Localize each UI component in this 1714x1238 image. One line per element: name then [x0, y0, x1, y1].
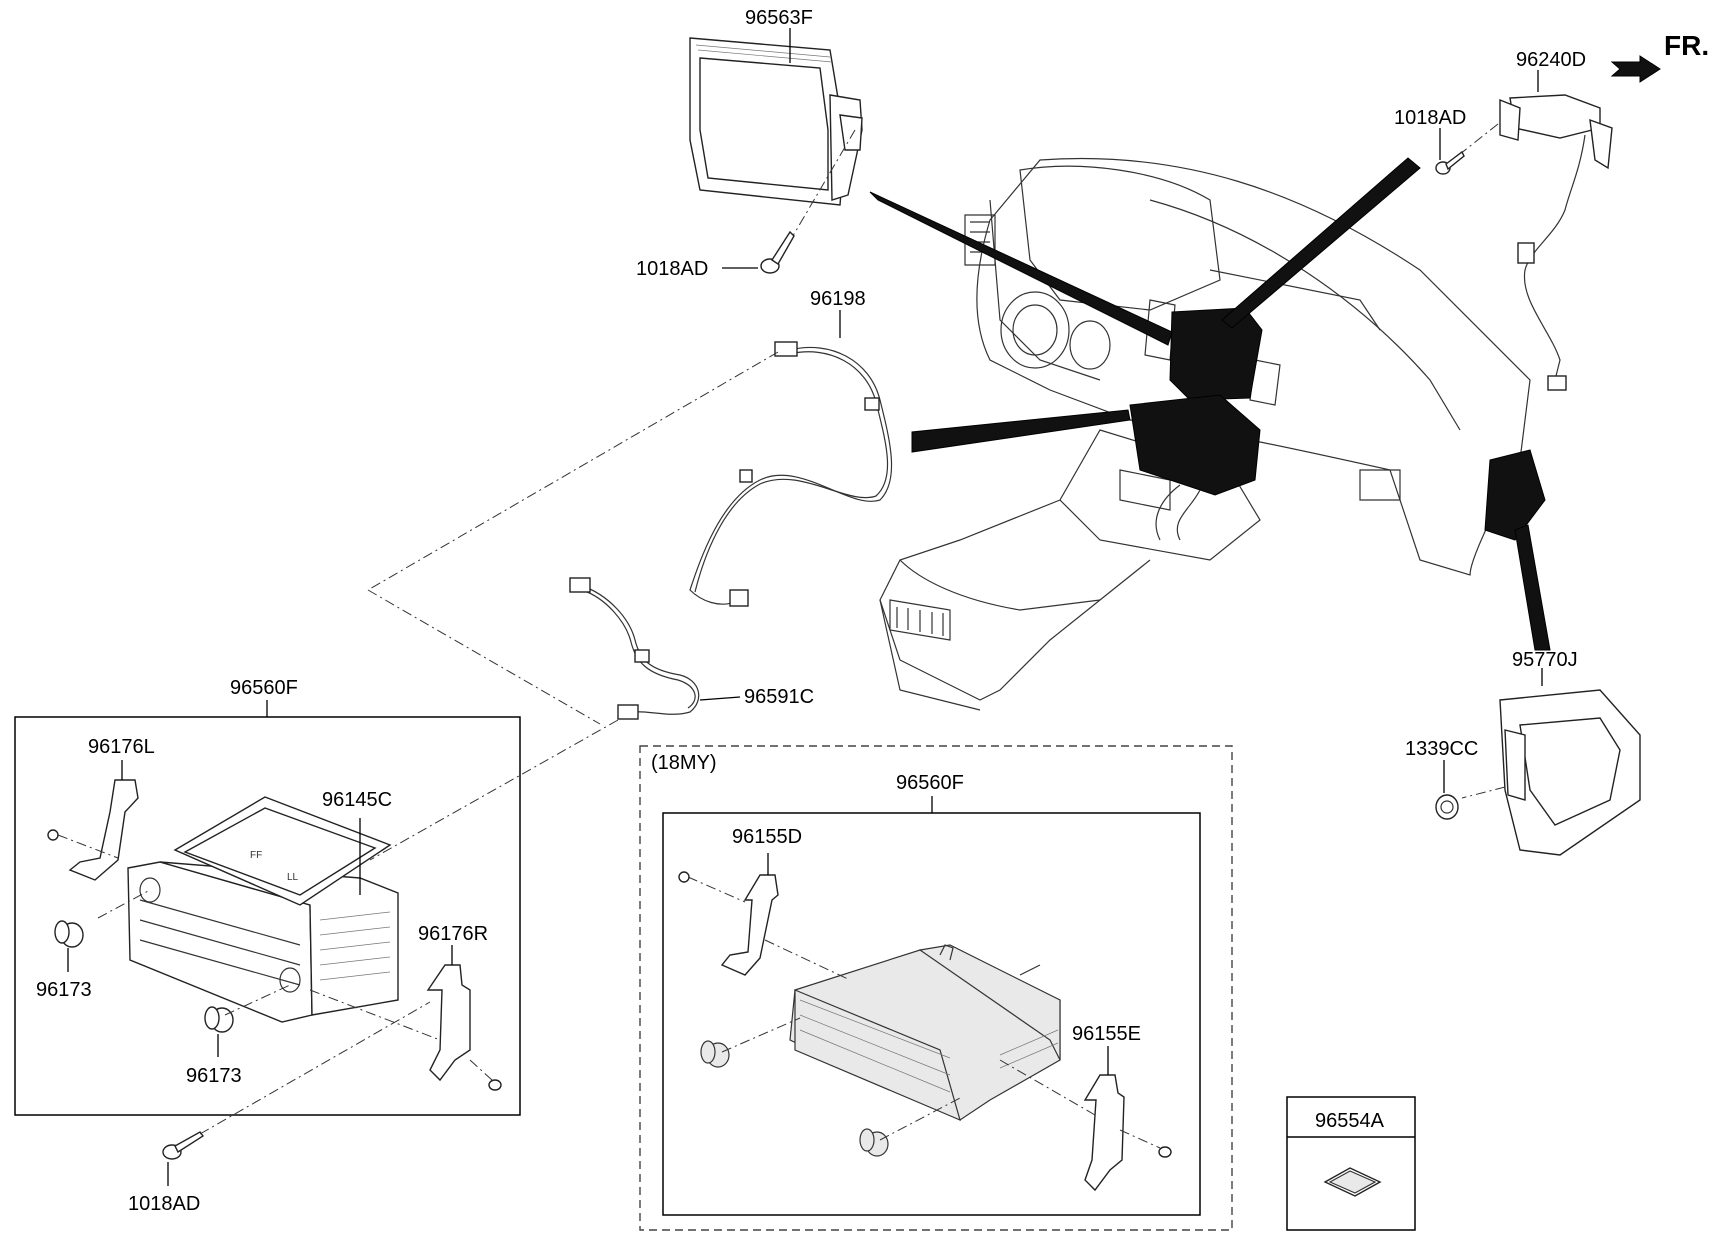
- variant-18my-box: [639, 745, 1233, 1231]
- knob-lower-label: 96173: [186, 1065, 242, 1087]
- cable-lower-label: 96591C: [744, 686, 814, 708]
- pointer-amp: [1514, 524, 1551, 651]
- svg-text:FF: FF: [250, 850, 262, 861]
- display-unit-label: 96563F: [745, 7, 813, 29]
- dashboard-illustration: [869, 157, 1551, 711]
- bracket-18my-left-part[interactable]: 96155D: [678, 826, 851, 981]
- nut-amp-part[interactable]: 1339CC: [1405, 738, 1478, 820]
- bracket-18my-right-label: 96155E: [1072, 1023, 1141, 1045]
- bracket-right-part[interactable]: 96176R: [309, 923, 502, 1091]
- deck-cover-label: 96145C: [322, 789, 392, 811]
- head-unit-18my-label: 96560F: [896, 772, 964, 794]
- head-unit-main-part[interactable]: [127, 861, 399, 1023]
- amp-unit-part[interactable]: 95770J: [1461, 649, 1641, 856]
- head-unit-location-icon: [1129, 394, 1261, 496]
- knob-lower-part[interactable]: 96173: [186, 984, 291, 1087]
- sd-card-label: 96554A: [1315, 1110, 1385, 1132]
- screw-head-unit-label: 1018AD: [128, 1193, 200, 1215]
- bracket-18my-left-label: 96155D: [732, 826, 802, 848]
- svg-text:LL: LL: [287, 872, 299, 883]
- amp-location-icon: [1484, 449, 1546, 541]
- bracket-left-label: 96176L: [88, 736, 155, 758]
- pointer-head-unit: [911, 409, 1131, 453]
- knob-18my-lower-part[interactable]: [859, 1097, 961, 1157]
- variant-18my-label: (18MY): [651, 752, 717, 774]
- screw-display-label: 1018AD: [636, 258, 708, 280]
- pointer-antenna: [1221, 157, 1421, 329]
- bracket-left-part[interactable]: 96176L: [47, 736, 155, 919]
- display-location-icon: [1169, 307, 1263, 401]
- knob-upper-label: 96173: [36, 979, 92, 1001]
- cable-upper-label: 96198: [810, 288, 866, 310]
- display-unit-part[interactable]: 96563F: [689, 7, 863, 259]
- screw-display-part[interactable]: 1018AD: [636, 230, 795, 280]
- knob-upper-part[interactable]: 96173: [36, 920, 92, 1001]
- antenna-module-part[interactable]: 96240D: [1454, 49, 1613, 391]
- knob-18my-upper-part[interactable]: [700, 1017, 801, 1068]
- antenna-module-label: 96240D: [1516, 49, 1586, 71]
- nut-amp-label: 1339CC: [1405, 738, 1478, 760]
- head-unit-18my-part[interactable]: [789, 944, 1061, 1122]
- front-direction-indicator: FR.: [1610, 30, 1709, 83]
- sd-card-part[interactable]: 96554A: [1286, 1096, 1416, 1231]
- bracket-right-label: 96176R: [418, 923, 488, 945]
- deck-cover-part[interactable]: FF LL 96145C: [173, 789, 392, 906]
- amp-unit-label: 95770J: [1512, 649, 1578, 671]
- cable-upper-part[interactable]: 96198: [689, 288, 893, 607]
- cable-lower-part[interactable]: 96591C: [569, 577, 814, 720]
- screw-antenna-part[interactable]: 1018AD: [1394, 107, 1466, 175]
- screw-head-unit-part[interactable]: 1018AD: [128, 1001, 431, 1215]
- front-label: FR.: [1664, 30, 1709, 61]
- bracket-18my-right-part[interactable]: 96155E: [999, 1023, 1172, 1192]
- head-unit-main-label: 96560F: [230, 677, 298, 699]
- pointer-display: [869, 191, 1173, 346]
- front-arrow-icon: [1610, 55, 1661, 83]
- screw-antenna-label: 1018AD: [1394, 107, 1466, 129]
